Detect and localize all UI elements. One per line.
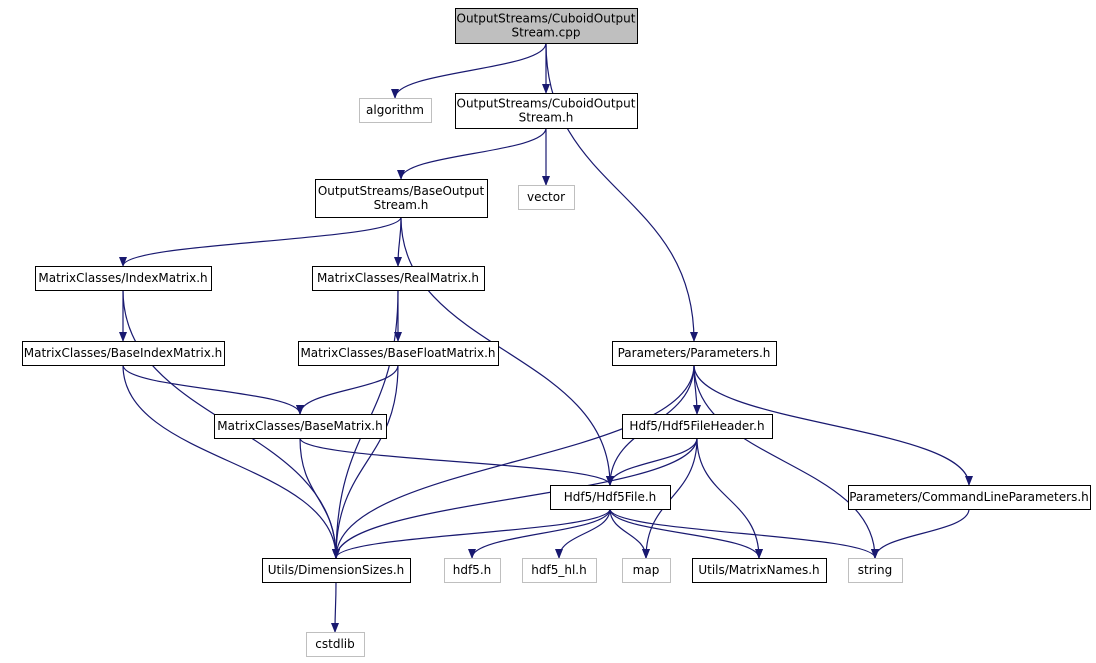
node-box <box>848 485 1091 510</box>
node-label: Stream.h <box>519 111 574 125</box>
edge-hfh-to-map <box>642 437 698 559</box>
node-label: hdf5_hl.h <box>531 563 586 577</box>
edge-bm-to-dims <box>299 437 340 559</box>
node-box <box>550 485 671 510</box>
node-hf[interactable]: Hdf5/Hdf5File.h <box>550 485 671 510</box>
node-box <box>306 632 365 657</box>
node-box <box>315 179 488 218</box>
node-label: OutputStreams/BaseOutput <box>318 184 485 198</box>
node-indexm[interactable]: MatrixClasses/IndexMatrix.h <box>35 266 212 291</box>
edge-bm-to-hf <box>299 437 614 486</box>
node-label: vector <box>527 190 565 204</box>
edge-hf-to-dims <box>332 508 611 559</box>
edge-bim-to-bm <box>122 364 304 415</box>
node-dims[interactable]: Utils/DimensionSizes.h <box>262 558 411 583</box>
edge-hfh-to-mnames <box>696 437 763 559</box>
node-box <box>455 8 638 44</box>
node-box <box>359 98 432 123</box>
edge-hf-to-map <box>609 508 650 559</box>
node-label: MatrixClasses/BaseMatrix.h <box>217 419 382 433</box>
edge-params-to-clp <box>693 364 973 486</box>
node-bim[interactable]: MatrixClasses/BaseIndexMatrix.h <box>22 341 225 366</box>
edge-hfh-to-hf <box>606 437 698 486</box>
node-string: string <box>848 558 903 583</box>
node-box <box>444 558 501 583</box>
node-box <box>298 341 499 366</box>
edge-hf-to-string <box>609 508 879 559</box>
edge-dims-to-cstdlib <box>331 581 340 633</box>
edge-bim-to-dims <box>122 364 340 559</box>
node-label: MatrixClasses/RealMatrix.h <box>317 271 479 285</box>
node-label: cstdlib <box>315 637 354 651</box>
edge-hfh-to-dims <box>332 437 698 559</box>
node-box <box>692 558 827 583</box>
node-box <box>848 558 903 583</box>
node-label: MatrixClasses/IndexMatrix.h <box>38 271 207 285</box>
node-box <box>35 266 212 291</box>
edge-params-to-dims <box>332 364 695 559</box>
node-hdf5hl: hdf5_hl.h <box>522 558 597 583</box>
node-label: Utils/MatrixNames.h <box>698 563 819 577</box>
node-bfm[interactable]: MatrixClasses/BaseFloatMatrix.h <box>298 341 499 366</box>
file-nodes: OutputStreams/CuboidOutputStream.cppalgo… <box>22 8 1091 657</box>
node-label: MatrixClasses/BaseFloatMatrix.h <box>300 346 495 360</box>
node-label: algorithm <box>366 103 424 117</box>
edge-bfm-to-dims <box>332 364 399 559</box>
node-label: hdf5.h <box>453 563 492 577</box>
node-label: map <box>633 563 660 577</box>
node-vector: vector <box>518 185 575 210</box>
node-label: Hdf5/Hdf5FileHeader.h <box>629 419 764 433</box>
node-box <box>312 266 485 291</box>
node-box <box>522 558 597 583</box>
node-box <box>518 185 575 210</box>
node-label: Stream.cpp <box>511 26 580 40</box>
node-label: Hdf5/Hdf5File.h <box>564 490 657 504</box>
node-bm[interactable]: MatrixClasses/BaseMatrix.h <box>214 414 387 439</box>
node-label: Parameters/CommandLineParameters.h <box>849 490 1089 504</box>
node-box <box>214 414 387 439</box>
node-hdf5: hdf5.h <box>444 558 501 583</box>
edge-clp-to-string <box>871 508 970 559</box>
edge-params-to-string <box>693 364 879 559</box>
node-label: Parameters/Parameters.h <box>618 346 771 360</box>
dependency-edges <box>119 42 973 633</box>
node-params[interactable]: Parameters/Parameters.h <box>612 341 777 366</box>
node-box <box>622 414 773 439</box>
node-label: MatrixClasses/BaseIndexMatrix.h <box>24 346 223 360</box>
node-label: string <box>858 563 892 577</box>
edge-root-to-algorithm <box>391 42 547 99</box>
node-clp[interactable]: Parameters/CommandLineParameters.h <box>848 485 1091 510</box>
node-cstdlib: cstdlib <box>306 632 365 657</box>
edge-bos-h-to-indexm <box>119 216 402 267</box>
edge-hf-to-hdf5hl <box>555 508 611 559</box>
node-box <box>262 558 411 583</box>
node-hfh[interactable]: Hdf5/Hdf5FileHeader.h <box>622 414 773 439</box>
edge-hf-to-mnames <box>609 508 763 559</box>
edge-cos-h-to-bos-h <box>397 127 547 180</box>
node-realm[interactable]: MatrixClasses/RealMatrix.h <box>312 266 485 291</box>
edge-bfm-to-bm <box>296 364 399 415</box>
node-box <box>612 341 777 366</box>
node-label: OutputStreams/CuboidOutput <box>457 12 636 26</box>
node-label: Utils/DimensionSizes.h <box>268 563 405 577</box>
node-label: OutputStreams/CuboidOutput <box>457 97 636 111</box>
node-box <box>622 558 671 583</box>
node-map: map <box>622 558 671 583</box>
node-mnames[interactable]: Utils/MatrixNames.h <box>692 558 827 583</box>
node-box <box>22 341 225 366</box>
edge-hf-to-hdf5 <box>468 508 611 559</box>
node-label: Stream.h <box>374 198 429 212</box>
node-box <box>455 93 638 129</box>
node-algorithm: algorithm <box>359 98 432 123</box>
edge-bos-h-to-realm <box>394 216 403 267</box>
